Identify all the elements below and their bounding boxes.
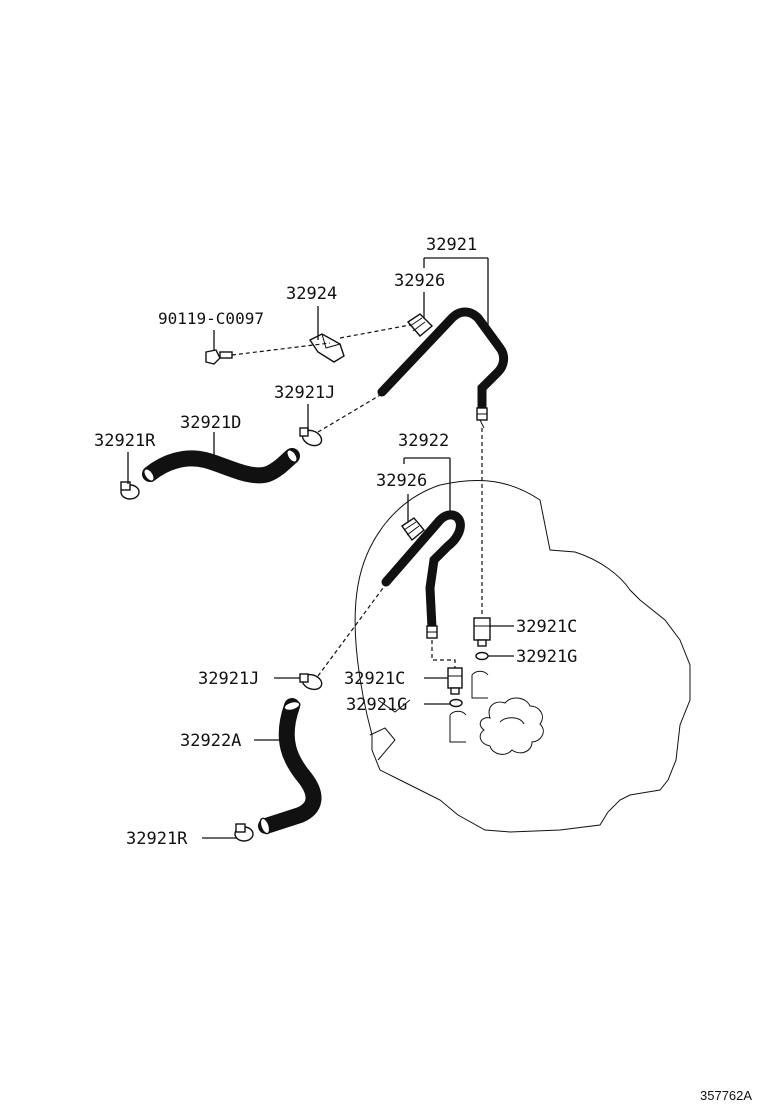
diagram-code: 357762A [700, 1088, 752, 1103]
assembly-line [231, 342, 331, 356]
label-32926-lower: 32926 [376, 471, 427, 491]
leader-bracket-32921 [423, 257, 489, 330]
label-32921R-lower: 32921R [126, 829, 188, 849]
assembly-line [431, 640, 456, 668]
case-port-left [449, 710, 467, 743]
fitting-upper-pipe-end [476, 407, 488, 429]
gasket-32921G-right [475, 651, 489, 661]
label-32921J-lower: 32921J [198, 669, 259, 689]
transmission-case-outline [354, 479, 691, 833]
case-boss [479, 697, 544, 755]
assembly-line [317, 583, 387, 677]
clamp-32921J-lower [299, 673, 323, 691]
union-32921C-left [447, 667, 463, 695]
label-90119-C0097: 90119-C0097 [158, 309, 264, 328]
label-32921G-right: 32921G [516, 647, 577, 667]
gasket-32921G-left [449, 698, 463, 708]
case-boss-inner [499, 717, 525, 725]
pipe-32921-inner [378, 308, 507, 414]
label-32921: 32921 [426, 235, 477, 255]
union-32921C-right [473, 617, 491, 647]
label-32921J-upper: 32921J [274, 383, 335, 403]
case-detail-line [377, 699, 411, 713]
pipe-32922-inner [382, 511, 464, 632]
bracket-32924 [308, 333, 345, 363]
hose-32921D-inner [143, 449, 299, 482]
leader-bracket-32922 [403, 457, 451, 514]
hose-32922A-end [283, 700, 301, 712]
fitting-lower-pipe-end [426, 625, 438, 639]
sleeve-32926-upper [406, 313, 434, 337]
case-detail-line [369, 727, 396, 761]
case-port-right [471, 670, 489, 699]
label-32921C-left: 32921C [344, 669, 405, 689]
clamp-32921R-lower [234, 823, 254, 842]
label-32921R-upper: 32921R [94, 431, 156, 451]
label-32922A: 32922A [180, 731, 241, 751]
label-32921G-left: 32921G [346, 695, 407, 715]
assembly-line [317, 393, 383, 433]
sleeve-32926-lower [401, 517, 425, 542]
hose-32922A-end [259, 817, 271, 835]
label-32924: 32924 [286, 284, 337, 304]
hose-32921D-end [143, 468, 155, 482]
label-32921C-right: 32921C [516, 617, 577, 637]
assembly-line [339, 324, 411, 339]
clamp-32921R-upper [120, 481, 140, 500]
hose-32922A-inner [259, 699, 321, 833]
label-32922: 32922 [398, 431, 449, 451]
label-32921D: 32921D [180, 413, 241, 433]
hose-32921D-end [286, 449, 298, 463]
label-32926-upper: 32926 [394, 271, 445, 291]
bolt-90119-C0097 [205, 349, 233, 365]
